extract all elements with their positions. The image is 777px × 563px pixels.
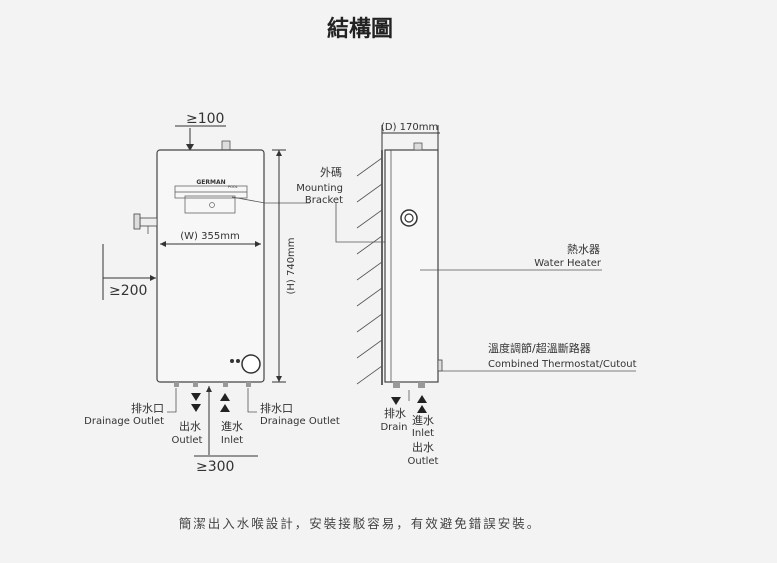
hatch <box>356 183 383 203</box>
heater-front-body <box>156 149 265 383</box>
inlet-label-en: Inlet <box>221 435 243 446</box>
indicator-dot-2 <box>236 359 240 363</box>
drain-right-zh: 排水口 <box>260 401 293 415</box>
width-label: (W) 355mm <box>180 231 239 242</box>
brand-logo: GERMAN <box>196 179 225 186</box>
bracket-label-en-1: Mounting <box>296 183 343 194</box>
thermostat-knob <box>437 359 443 372</box>
drain-right-pipe <box>246 382 251 387</box>
clearance-top-label: ≥100 <box>186 111 224 127</box>
clearance-bottom-label: ≥300 <box>196 459 234 475</box>
side-outlet-zh: 出水 <box>412 440 434 454</box>
side-valve-port-inner <box>404 213 414 223</box>
heater-side-body <box>384 149 439 383</box>
indicator-dot-1 <box>230 359 234 363</box>
wall-hatching <box>356 157 383 385</box>
water-heater-zh: 熱水器 <box>567 243 600 256</box>
clearance-bottom-arrowhead <box>206 386 212 392</box>
footer-caption: 簡潔出入水喉設計，安裝接駁容易，有效避免錯誤安裝。 <box>179 516 542 531</box>
hatch <box>356 209 383 229</box>
side-top-connector <box>413 142 423 151</box>
height-arrow-bottom <box>276 376 282 382</box>
clearance-left-label: ≥200 <box>109 283 147 299</box>
hatch <box>356 261 383 281</box>
drain-left-zh: 排水口 <box>131 401 164 415</box>
clearance-top-arrowhead <box>186 144 194 151</box>
hatch <box>356 365 383 385</box>
drain-left-en: Drainage Outlet <box>84 416 164 427</box>
height-label: (H) 740mm <box>286 237 297 294</box>
depth-label: (D) 170mm <box>381 122 438 133</box>
page-title: 結構圖 <box>327 16 393 42</box>
drain-left-leader <box>167 388 177 413</box>
outlet-label-zh: 出水 <box>179 419 201 433</box>
outlet-arrow-1 <box>191 393 201 401</box>
side-valve <box>139 217 158 227</box>
temperature-knob <box>241 354 261 374</box>
inlet-arrow-2 <box>220 404 230 412</box>
side-inlet-en: Inlet <box>412 428 434 439</box>
side-drain-zh: 排水 <box>384 406 406 420</box>
bracket-side-leader <box>335 203 385 243</box>
mounting-bracket-inner <box>184 195 236 214</box>
width-arrow-left <box>160 241 166 247</box>
bracket-leader <box>231 196 310 204</box>
side-inlet-zh: 進水 <box>412 414 434 427</box>
hatch <box>356 235 383 255</box>
bracket-label-zh: 外碼 <box>320 166 342 179</box>
water-heater-en: Water Heater <box>534 258 602 269</box>
drain-right-leader <box>247 388 257 413</box>
inlet-arrow-1 <box>220 393 230 401</box>
bracket-label-en-2: Bracket <box>305 195 343 206</box>
brand-logo-sub: POOL <box>228 185 238 189</box>
side-drain-en: Drain <box>380 422 407 433</box>
side-inlet-arrow-1 <box>417 395 427 403</box>
outlet-arrow-2 <box>191 404 201 412</box>
drain-right-en: Drainage Outlet <box>260 416 340 427</box>
side-drain-pipe <box>393 382 400 388</box>
outlet-label-en: Outlet <box>172 435 203 446</box>
thermostat-zh: 溫度調節/超溫斷路器 <box>488 341 591 355</box>
inlet-label-zh: 進水 <box>221 420 243 433</box>
hatch <box>356 157 383 177</box>
side-outlet-en: Outlet <box>408 456 439 467</box>
side-drain-arrow <box>391 397 401 405</box>
hatch <box>356 287 383 307</box>
width-arrow-right <box>255 241 261 247</box>
inlet-pipe <box>223 382 228 387</box>
side-valve-cap <box>133 213 141 230</box>
clearance-left-arrowhead <box>150 275 156 281</box>
bracket-screw <box>209 202 215 208</box>
side-inlet-pipe <box>418 382 425 388</box>
outlet-pipe <box>193 382 198 387</box>
side-inlet-arrow-2 <box>417 405 427 413</box>
hatch <box>356 339 383 359</box>
height-arrow-top <box>276 150 282 156</box>
thermostat-en: Combined Thermostat/Cutout <box>488 359 637 370</box>
drain-left-pipe <box>174 382 179 387</box>
hatch <box>356 313 383 333</box>
